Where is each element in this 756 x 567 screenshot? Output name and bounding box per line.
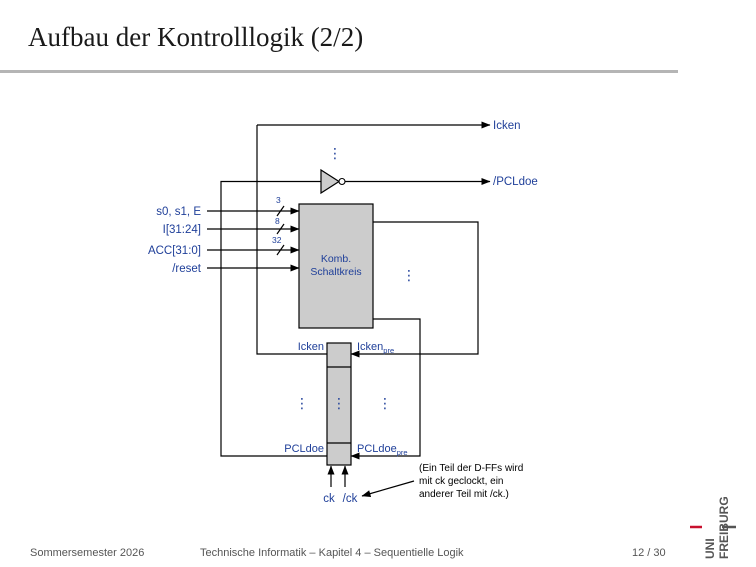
wire-pcldoe-feedback [220, 180, 327, 457]
wire-icken-pre [350, 221, 479, 358]
ff-label-pcldoe-out: PCLdoe [284, 443, 324, 455]
input-label-status: s0, s1, E [156, 206, 201, 218]
inverter-bubble [338, 177, 346, 186]
note-line-1: (Ein Teil der D-FFs wird [419, 463, 523, 474]
ff-label-icken-out: Icken [298, 341, 324, 353]
ellipsis-comb-right: ⋮ [402, 267, 416, 283]
ellipsis-ff-center: ⋮ [332, 395, 346, 411]
bus-slash-32 [276, 244, 285, 256]
wire-pcldoe-pre [350, 318, 421, 460]
bus-width-3: 3 [276, 195, 281, 205]
input-label-reset: /reset [172, 263, 202, 275]
bus-slash-3 [276, 205, 285, 217]
clock-label-ck: ck [323, 493, 335, 505]
logo-text-uni: UNI [703, 538, 717, 559]
logo-text-freiburg: FREIBURG [717, 496, 731, 559]
footer-semester: Sommersemester 2026 [30, 547, 145, 559]
ff-register-column [326, 342, 352, 466]
input-label-acc: ACC[31:0] [148, 245, 201, 257]
ellipsis-ff-left: ⋮ [295, 395, 309, 411]
comb-block-label-line2: Schaltkreis [310, 266, 361, 278]
bus-slash-8 [276, 223, 285, 235]
output-label-icken: Icken [493, 120, 521, 132]
footer-course: Technische Informatik – Kapitel 4 – Sequ… [200, 547, 464, 559]
university-logo: UNI FREIBURG [690, 496, 736, 559]
bus-width-32: 32 [272, 235, 282, 245]
clock-label-nck: /ck [343, 493, 358, 505]
output-label-pcldoe: /PCLdoe [493, 176, 538, 188]
ellipsis-top: ⋮ [328, 145, 342, 161]
ff-label-icken-pre: Ickenpre [357, 341, 394, 355]
note-line-2: mit ck geclockt, ein [419, 476, 503, 487]
title-divider [0, 70, 678, 73]
ff-label-pcldoe-pre: PCLdoepre [357, 443, 408, 457]
inverter-gate [320, 168, 341, 195]
ellipsis-ff-right: ⋮ [378, 395, 392, 411]
wire-icken-feedback [256, 125, 327, 355]
comb-block-label-line1: Komb. [321, 253, 351, 265]
note-pointer-arrow [361, 480, 415, 498]
note-line-3: anderer Teil mit /ck.) [419, 489, 509, 500]
bus-width-8: 8 [275, 216, 280, 226]
footer-page-number: 12 / 30 [632, 547, 666, 559]
comb-logic-block [298, 203, 374, 329]
input-label-instr: I[31:24] [163, 224, 201, 236]
slide-title: Aufbau der Kontrolllogik (2/2) [28, 22, 364, 52]
